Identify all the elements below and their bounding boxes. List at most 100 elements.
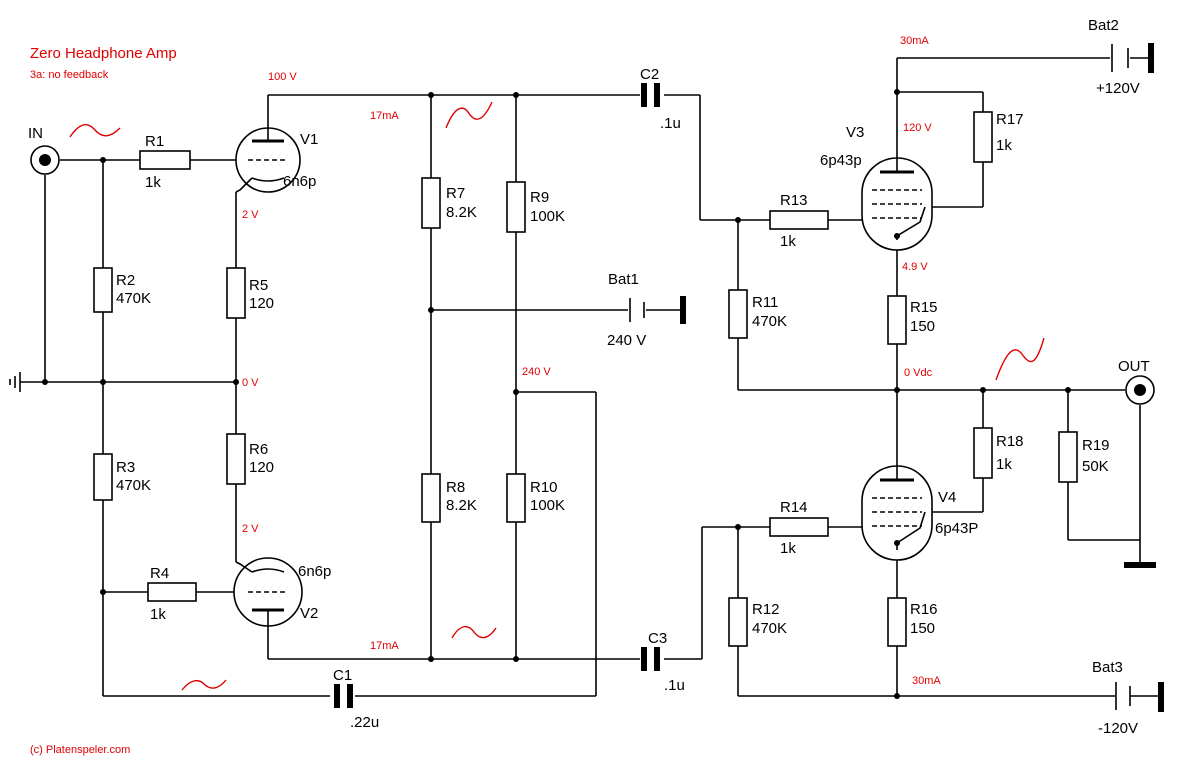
svg-text:R13: R13 (780, 192, 808, 209)
svg-text:V1: V1 (300, 131, 318, 148)
svg-text:Bat1: Bat1 (608, 271, 639, 288)
output-dc-voltage: 0 Vdc (904, 367, 933, 379)
resistor-r14: R14 1k (769, 499, 829, 557)
svg-text:R9: R9 (530, 189, 549, 206)
resistor-r11: R11 470K (728, 289, 787, 339)
svg-text:-120V: -120V (1098, 720, 1138, 737)
resistor-r7: R7 8.2K (421, 177, 477, 229)
battery-bat2: Bat2 +120V (1088, 17, 1154, 97)
svg-text:470K: 470K (116, 290, 151, 307)
tube-v4: V4 6p43P (861, 465, 978, 561)
svg-text:100K: 100K (530, 497, 565, 514)
svg-text:470K: 470K (116, 477, 151, 494)
resistor-r3: R3 470K (93, 453, 151, 501)
svg-text:.1u: .1u (664, 677, 685, 694)
svg-text:R7: R7 (446, 185, 465, 202)
svg-text:.22u: .22u (350, 714, 379, 731)
svg-text:R5: R5 (249, 277, 268, 294)
svg-text:R3: R3 (116, 459, 135, 476)
current-top: 17mA (370, 110, 399, 122)
v1-cathode-voltage: 2 V (242, 209, 259, 221)
svg-text:1k: 1k (996, 137, 1012, 154)
svg-text:6n6p: 6n6p (298, 563, 331, 580)
svg-text:R2: R2 (116, 272, 135, 289)
waveforms (69, 101, 1045, 691)
svg-text:C1: C1 (333, 667, 352, 684)
mid-voltage: 240 V (522, 366, 551, 378)
input-label: IN (28, 125, 43, 142)
svg-text:1k: 1k (780, 233, 796, 250)
svg-text:R8: R8 (446, 479, 465, 496)
svg-text:R6: R6 (249, 441, 268, 458)
svg-text:120: 120 (249, 459, 274, 476)
svg-text:120: 120 (249, 295, 274, 312)
output-ground (1124, 562, 1156, 568)
resistor-r12: R12 470K (728, 597, 787, 647)
v1-plate-voltage: 100 V (268, 71, 297, 83)
capacitor-c2: C2 .1u (640, 66, 681, 132)
input-jack (30, 145, 60, 175)
resistor-r17: R17 1k (973, 111, 1024, 163)
svg-text:1k: 1k (996, 456, 1012, 473)
svg-text:470K: 470K (752, 620, 787, 637)
resistor-r18: R18 1k (973, 427, 1024, 479)
svg-text:100K: 100K (530, 208, 565, 225)
zero-voltage: 0 V (242, 377, 259, 389)
wires (20, 57, 1160, 697)
v3-cathode-voltage: 4.9 V (902, 261, 928, 273)
v4-current: 30mA (912, 675, 941, 687)
junctions (42, 89, 1071, 699)
svg-text:C3: C3 (648, 630, 667, 647)
svg-text:1k: 1k (150, 606, 166, 623)
svg-text:R15: R15 (910, 299, 938, 316)
svg-text:8.2K: 8.2K (446, 497, 477, 514)
v3-current: 30mA (900, 35, 929, 47)
tube-v3: V3 6p43p (820, 124, 933, 251)
battery-bat1: Bat1 240 V (607, 271, 686, 349)
output-jack (1125, 375, 1155, 405)
output-label: OUT (1118, 358, 1150, 375)
resistor-r13: R13 1k (769, 192, 829, 250)
capacitor-c1: C1 .22u (333, 667, 379, 731)
resistor-r6: R6 120 (226, 433, 274, 485)
resistor-r8: R8 8.2K (421, 473, 477, 523)
svg-text:C2: C2 (640, 66, 659, 83)
svg-text:R14: R14 (780, 499, 808, 516)
svg-text:470K: 470K (752, 313, 787, 330)
tube-v2: 6n6p V2 (233, 557, 331, 628)
svg-text:6p43P: 6p43P (935, 520, 978, 537)
resistor-r4: R4 1k (147, 565, 197, 623)
svg-text:50K: 50K (1082, 458, 1109, 475)
svg-text:Bat3: Bat3 (1092, 659, 1123, 676)
svg-text:1k: 1k (145, 174, 161, 191)
svg-text:V3: V3 (846, 124, 864, 141)
resistor-r10: R10 100K (506, 473, 565, 523)
tube-v1: V1 6n6p (235, 127, 318, 193)
v3-grid-voltage: 120 V (903, 122, 932, 134)
svg-text:150: 150 (910, 620, 935, 637)
resistor-r15: R15 150 (887, 295, 938, 345)
svg-text:R16: R16 (910, 601, 938, 618)
page-subtitle: 3a: no feedback (30, 69, 109, 81)
resistor-r1: R1 1k (139, 133, 191, 191)
svg-text:Bat2: Bat2 (1088, 17, 1119, 34)
svg-text:6p43p: 6p43p (820, 152, 862, 169)
capacitor-c3: C3 .1u (641, 630, 685, 694)
resistor-r5: R5 120 (226, 267, 274, 319)
svg-text:R10: R10 (530, 479, 558, 496)
svg-text:1k: 1k (780, 540, 796, 557)
current-bottom: 17mA (370, 640, 399, 652)
svg-text:V2: V2 (300, 605, 318, 622)
svg-text:R4: R4 (150, 565, 169, 582)
resistor-r19: R19 50K (1058, 431, 1110, 483)
svg-text:R18: R18 (996, 433, 1024, 450)
battery-bat3: Bat3 -120V (1092, 659, 1164, 737)
resistor-r9: R9 100K (506, 181, 565, 233)
svg-text:R1: R1 (145, 133, 164, 150)
svg-text:R11: R11 (752, 294, 778, 311)
svg-text:R12: R12 (752, 601, 780, 618)
resistor-r2: R2 470K (93, 267, 151, 313)
ground-symbol (9, 372, 21, 392)
copyright: (c) Platenspeler.com (30, 744, 130, 756)
